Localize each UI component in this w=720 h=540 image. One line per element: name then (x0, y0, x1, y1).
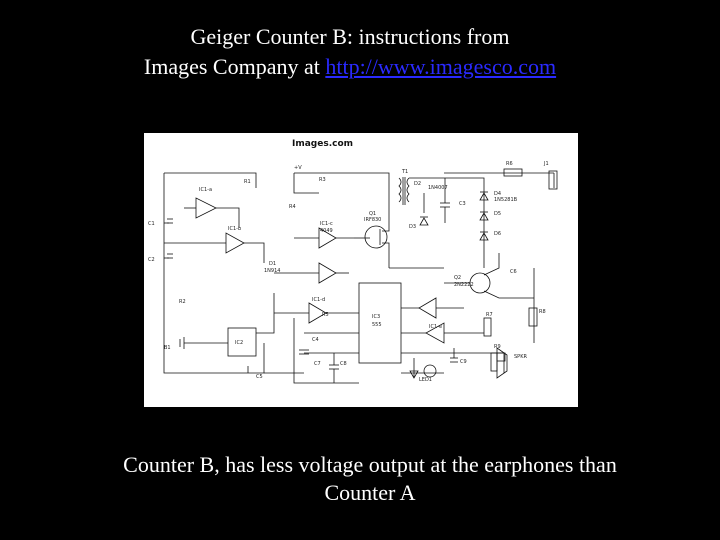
svg-text:C2: C2 (148, 257, 155, 263)
svg-text:+V: +V (294, 165, 302, 171)
svg-text:J1: J1 (543, 161, 549, 167)
svg-text:C5: C5 (256, 374, 263, 380)
title-line-1: Geiger Counter B: instructions from (190, 24, 510, 49)
svg-text:C7: C7 (314, 361, 321, 367)
svg-text:T1: T1 (401, 169, 408, 175)
svg-text:555: 555 (372, 322, 382, 328)
svg-text:R8: R8 (539, 309, 546, 315)
caption-line-1: Counter B, has less voltage output at th… (123, 452, 617, 477)
svg-text:B1: B1 (164, 345, 171, 351)
svg-text:1N5281B: 1N5281B (494, 197, 518, 203)
svg-text:C6: C6 (510, 269, 517, 275)
svg-text:R9: R9 (494, 344, 501, 350)
svg-text:LED1: LED1 (419, 377, 432, 383)
svg-text:IC1-e: IC1-e (429, 324, 442, 330)
svg-text:IC1-b: IC1-b (228, 226, 241, 232)
svg-text:C8: C8 (340, 361, 347, 367)
caption-line-2: Counter A (324, 480, 416, 505)
svg-text:R4: R4 (289, 204, 296, 210)
svg-text:IC1-a: IC1-a (199, 187, 212, 193)
title-prefix: Images Company at (143, 54, 326, 79)
imagesco-link[interactable]: http://www.imagesco.com (325, 54, 557, 79)
svg-text:D6: D6 (494, 231, 501, 237)
svg-text:2N2222: 2N2222 (454, 282, 474, 288)
svg-text:C4: C4 (312, 337, 319, 343)
svg-text:D5: D5 (494, 211, 501, 217)
svg-text:C9: C9 (460, 359, 467, 365)
svg-text:IC3: IC3 (372, 314, 380, 320)
svg-text:Q2: Q2 (454, 275, 461, 281)
svg-text:R3: R3 (319, 177, 326, 183)
svg-text:C1: C1 (148, 221, 155, 227)
svg-text:1N914: 1N914 (264, 268, 280, 274)
svg-text:1N4007: 1N4007 (428, 185, 448, 191)
circuit-schematic-image: Images.com (144, 133, 578, 407)
svg-text:IC1-d: IC1-d (312, 297, 325, 303)
svg-text:D3: D3 (409, 224, 416, 230)
schematic-watermark: Images.com (292, 139, 353, 149)
svg-text:R1: R1 (244, 179, 251, 185)
svg-text:4049: 4049 (320, 228, 333, 234)
slide-title: Geiger Counter B: instructions from Imag… (0, 22, 700, 82)
svg-text:R2: R2 (179, 299, 186, 305)
svg-text:IRF830: IRF830 (364, 217, 381, 223)
svg-text:SPKR: SPKR (514, 354, 527, 360)
svg-text:D1: D1 (269, 261, 276, 267)
svg-text:D4: D4 (494, 191, 501, 197)
schematic-drawing: Images.com (144, 133, 578, 407)
svg-text:D2: D2 (414, 181, 421, 187)
title-line-2: Images Company at http://www.imagesco.co… (0, 52, 700, 82)
svg-text:R5: R5 (322, 312, 329, 318)
schematic-component-labels: IC1-a IC1-b IC1-c IC1-d IC1-e IC2 IC3 55… (148, 161, 549, 383)
svg-text:Q1: Q1 (369, 211, 376, 217)
svg-text:R6: R6 (506, 161, 513, 167)
svg-text:R7: R7 (486, 312, 493, 318)
svg-text:IC1-c: IC1-c (320, 221, 333, 227)
svg-text:C3: C3 (459, 201, 466, 207)
svg-text:IC2: IC2 (235, 340, 243, 346)
slide-caption: Counter B, has less voltage output at th… (60, 451, 680, 507)
